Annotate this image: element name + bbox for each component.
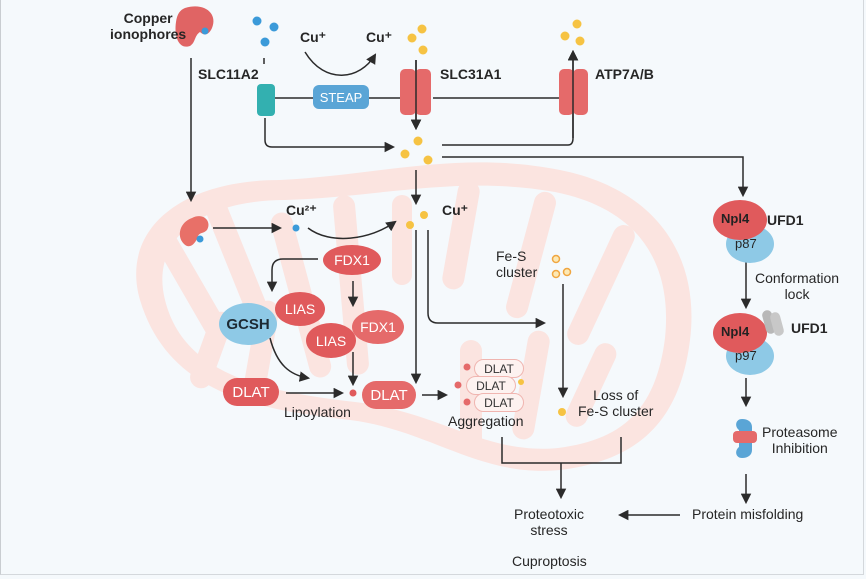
protein-misfolding-label: Protein misfolding bbox=[692, 506, 804, 522]
cu-plus-label: Cu⁺ bbox=[366, 29, 393, 45]
copper-ionophores-label: Copper ionophores bbox=[110, 10, 187, 43]
proteasome-icon bbox=[733, 419, 757, 458]
arrow-atp7-export bbox=[442, 49, 579, 146]
arrow-to-npl4 bbox=[442, 156, 749, 198]
cu2-plus-label: Cu²⁺ bbox=[286, 202, 317, 218]
cu-ion-mito bbox=[406, 211, 428, 229]
lipoyl-group bbox=[349, 389, 357, 397]
arrow-slc11a2-import bbox=[264, 118, 396, 153]
lipoylation-label: Lipoylation bbox=[284, 404, 351, 420]
aggregation-label: Aggregation bbox=[448, 413, 524, 429]
arrow-cu2-to-cu bbox=[307, 220, 397, 240]
npl4-p97-complex bbox=[713, 313, 774, 375]
proteasome-inhibition-label: Proteasome Inhibition bbox=[762, 424, 838, 457]
cu2-ion-cluster bbox=[252, 16, 279, 47]
ufd1-label: UFD1 bbox=[791, 320, 828, 336]
copper-ionophore-mito-icon bbox=[179, 216, 209, 247]
slc31a1-label: SLC31A1 bbox=[440, 66, 502, 82]
steap-reductase: STEAP bbox=[313, 85, 369, 109]
mito-cu-plus-label: Cu⁺ bbox=[442, 202, 469, 218]
cu-ion-cluster-extracellular bbox=[407, 24, 428, 55]
atp7ab-label: ATP7A/B bbox=[595, 66, 654, 82]
dlat-lipoylated: DLAT bbox=[362, 381, 416, 409]
ufd1-label: UFD1 bbox=[767, 212, 804, 228]
cu-ion-cluster-cytosol bbox=[400, 136, 433, 165]
dlat-aggregate: DLAT bbox=[474, 393, 524, 412]
npl4-label: Npl4 bbox=[721, 211, 750, 226]
lias-protein: LIAS bbox=[275, 292, 325, 326]
proteotoxic-stress-label: Proteotoxic stress bbox=[514, 506, 585, 539]
dlat-protein: DLAT bbox=[223, 378, 279, 406]
copper-ionophore-icon bbox=[175, 6, 214, 47]
ufd1-detached-icon bbox=[762, 310, 784, 336]
npl4-label: Npl4 bbox=[721, 324, 750, 339]
fe-s-lost-ion bbox=[558, 408, 566, 416]
lias-protein: LIAS bbox=[306, 323, 356, 358]
arrow-cu-fes bbox=[427, 230, 547, 329]
conformation-lock-label: Conformation lock bbox=[755, 270, 840, 303]
arrow-fdx1-gcsh bbox=[266, 258, 318, 293]
cu2-ion bbox=[292, 224, 300, 232]
slc11a2-transporter bbox=[257, 84, 275, 116]
p97-label: p97 bbox=[735, 348, 757, 363]
arrow-gcsh-lipoylation bbox=[269, 337, 311, 382]
cu-plus-label: Cu⁺ bbox=[300, 29, 327, 45]
slc31a1-transporter bbox=[400, 69, 431, 115]
gcsh-protein: GCSH bbox=[219, 303, 277, 345]
fdx1-protein: FDX1 bbox=[323, 245, 381, 275]
cuproptosis-title: Cuproptosis bbox=[512, 553, 587, 569]
fe-s-cluster-icon bbox=[551, 254, 572, 279]
aggregation-dots bbox=[454, 363, 524, 406]
atp7ab-transporter bbox=[559, 69, 588, 115]
loss-fe-s-label: Loss of Fe-S cluster bbox=[578, 387, 654, 420]
p87-label: p87 bbox=[735, 236, 757, 251]
cu-ion-cluster-exported bbox=[560, 19, 585, 46]
npl4-p87-complex bbox=[713, 200, 774, 263]
slc11a2-label: SLC11A2 bbox=[198, 66, 259, 82]
arrow-cu-reduction bbox=[304, 51, 377, 76]
fe-s-cluster-label: Fe-S cluster bbox=[496, 248, 538, 281]
fdx1-protein: FDX1 bbox=[352, 310, 404, 344]
